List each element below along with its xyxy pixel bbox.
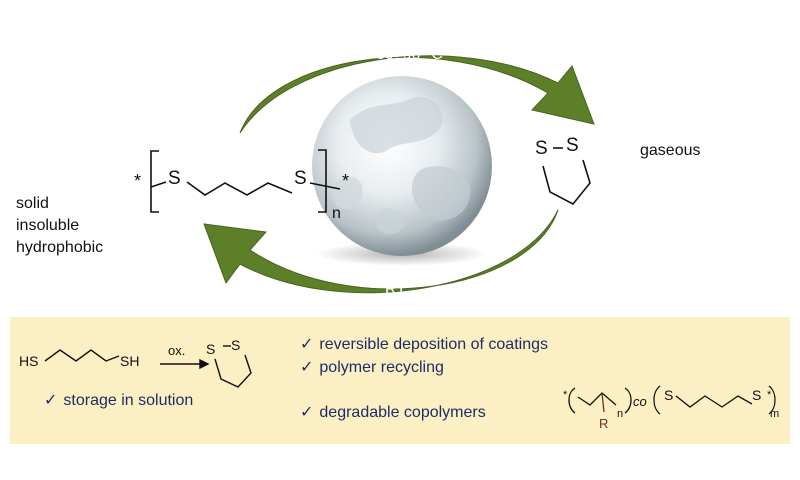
use-text-copolymers: degradable copolymers [319, 404, 486, 421]
use-text-recycling: polymer recycling [319, 359, 444, 376]
copolymer-n: n [617, 408, 624, 420]
copolymer-m: m [770, 408, 780, 420]
copolymer-r-group: R [599, 416, 609, 431]
checkmark-icon: ✓ [300, 404, 314, 421]
property-insoluble: insoluble [16, 217, 80, 234]
globe-image [312, 76, 492, 266]
use-item-copolymers: ✓ degradable copolymers [300, 402, 486, 422]
checkmark-icon: ✓ [300, 336, 314, 353]
use-item-coatings: ✓ reversible deposition of coatings [300, 334, 548, 354]
copolymer-end-right: * [767, 389, 772, 401]
copolymer-co: co [633, 394, 647, 409]
reactant-hs: HS [19, 353, 39, 369]
copolymer-structure [568, 385, 776, 415]
oxidation-label: ox. [168, 343, 186, 358]
product-sulfur-1: S [206, 341, 216, 357]
dithiolane-sulfur-2: S [566, 135, 579, 156]
use-text-coatings: reversible deposition of coatings [319, 336, 548, 353]
room-temperature-label: RT [385, 281, 407, 298]
cooling-arrow [203, 209, 559, 294]
dithiolane-structure [542, 147, 591, 206]
heating-arrow [239, 55, 595, 134]
copolymer-sulfur-1: S [664, 387, 674, 403]
storage-item: ✓ storage in solution [44, 390, 193, 410]
reaction-scheme [44, 345, 252, 388]
polymer-sulfur-left: S [168, 168, 181, 189]
polymer-sulfur-right: S [294, 168, 307, 189]
dithiolane-sulfur-1: S [535, 138, 548, 159]
polymer-repeat-n: n [332, 205, 341, 222]
info-panel [10, 317, 790, 444]
polymer-end-right: * [342, 171, 350, 191]
reactant-sh: SH [120, 353, 140, 369]
temperature-label: 80–90 °C [376, 46, 443, 63]
copolymer-sulfur-2: S [752, 387, 762, 403]
product-sulfur-2: S [231, 337, 241, 353]
property-hydrophobic: hydrophobic [16, 239, 104, 256]
polymer-end-left: * [134, 171, 142, 191]
polymer-properties: solid insoluble hydrophobic [16, 193, 103, 259]
gaseous-label: gaseous [640, 142, 701, 159]
checkmark-icon: ✓ [44, 392, 58, 409]
copolymer-end-left: * [563, 389, 568, 401]
checkmark-icon: ✓ [300, 359, 314, 376]
use-item-recycling: ✓ polymer recycling [300, 357, 444, 377]
storage-text: storage in solution [63, 392, 194, 409]
polymer-structure [150, 149, 341, 213]
property-solid: solid [16, 195, 49, 212]
